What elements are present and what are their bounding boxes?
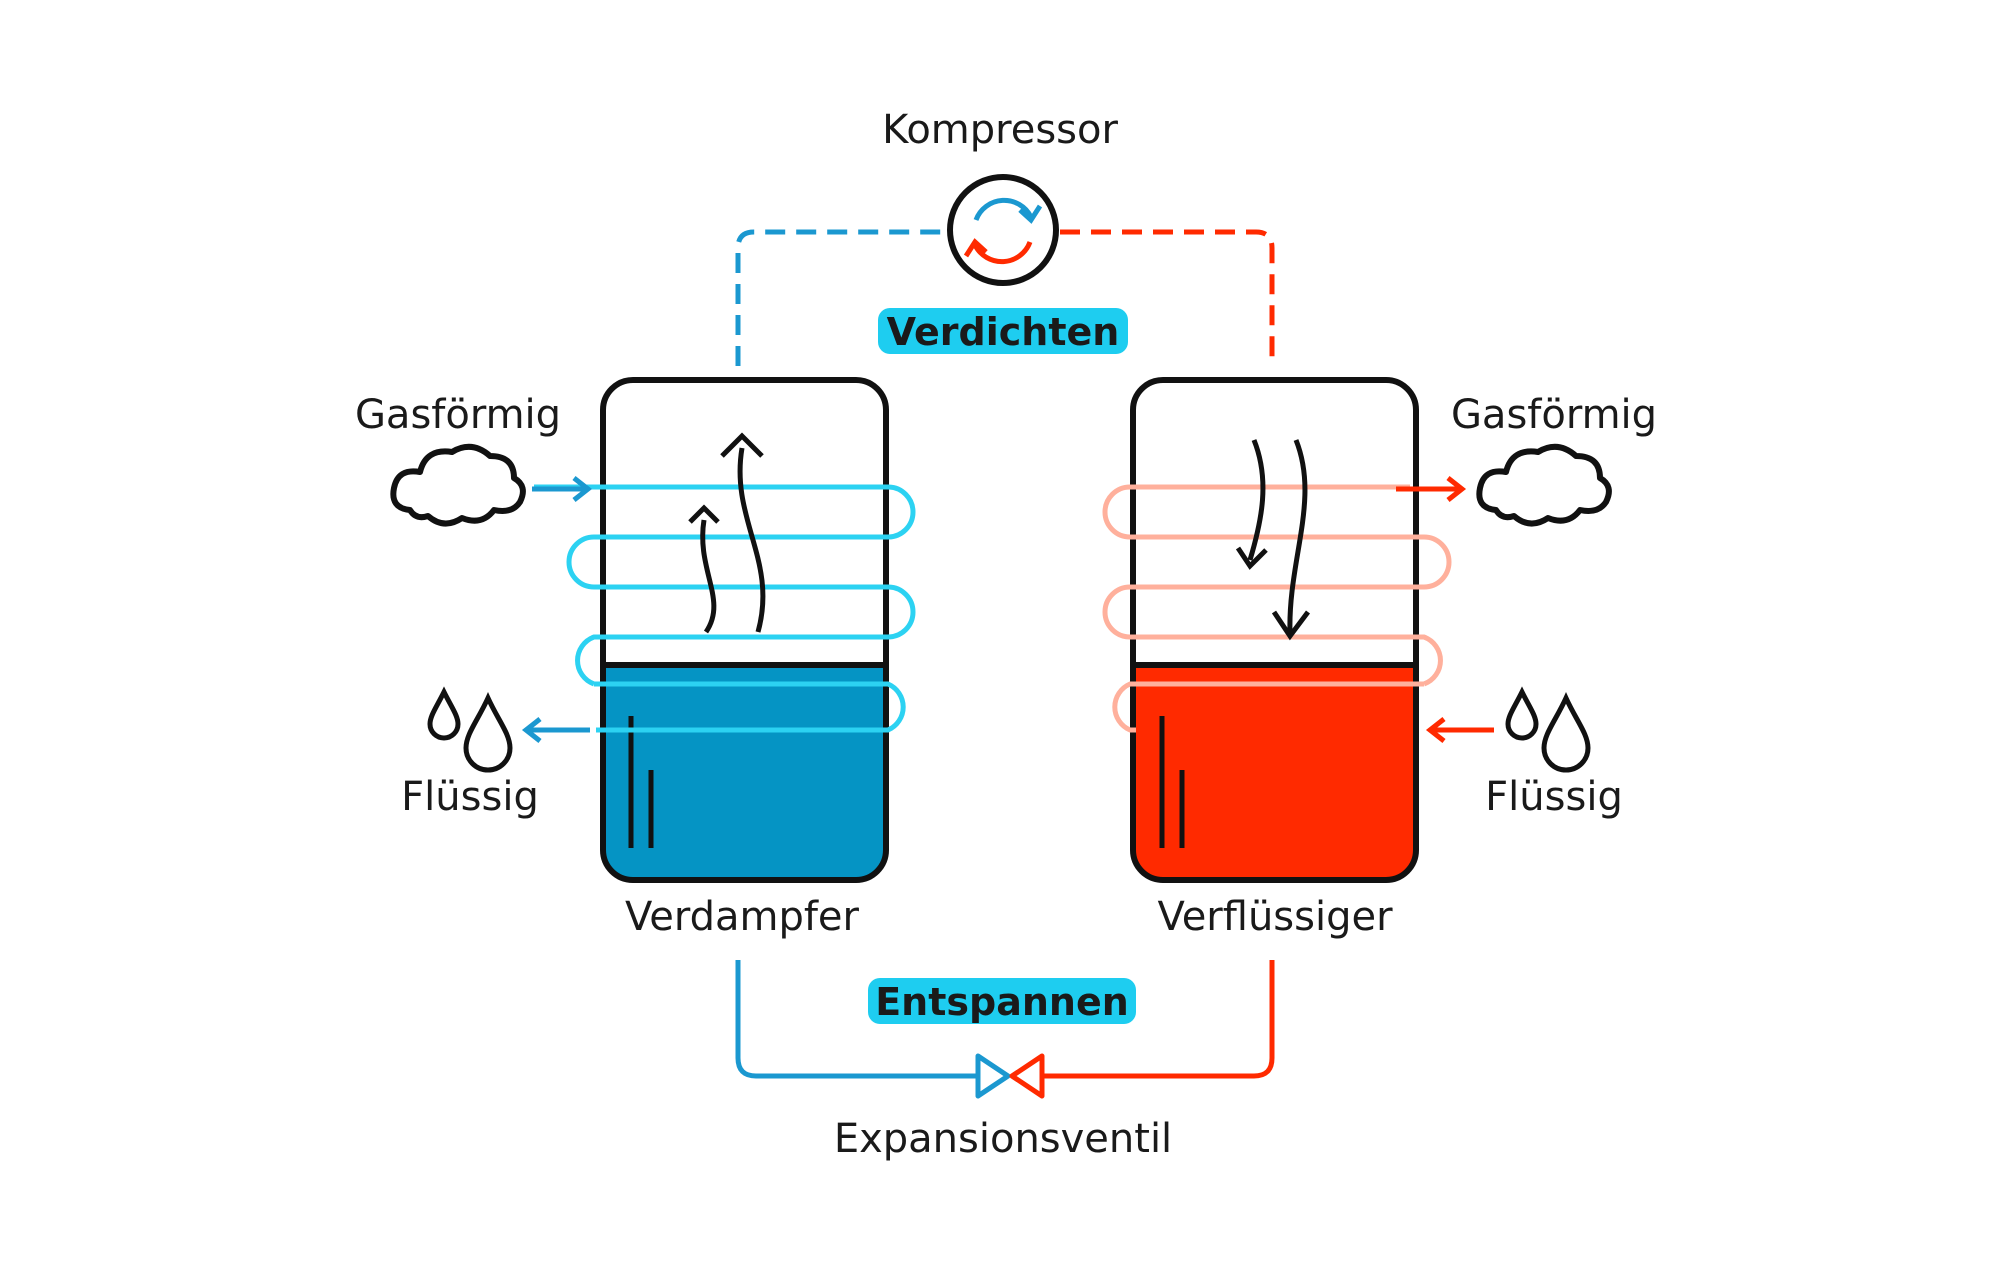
valve-icon	[975, 1053, 1045, 1099]
right-gas-arrow-icon	[1396, 476, 1467, 502]
condenser-label: Verflüssiger	[1157, 894, 1393, 940]
red-gas-pipe	[1060, 229, 1275, 366]
left-liquid-arrow-icon	[521, 717, 590, 743]
right-liquid-label: Flüssig	[1485, 774, 1623, 820]
evaporator-vessel	[600, 377, 889, 883]
red-liquid-pipe	[1040, 960, 1275, 1079]
expand-step-label: Entspannen	[875, 980, 1129, 1024]
compress-step-badge	[878, 308, 1128, 354]
right-cloud-icon	[1476, 443, 1612, 527]
right-liquid-arrow-icon	[1425, 717, 1494, 743]
left-liquid-label: Flüssig	[401, 774, 539, 820]
expansion-valve-label: Expansionsventil	[834, 1116, 1172, 1162]
compress-step-label: Verdichten	[887, 310, 1120, 354]
blue-liquid-pipe	[735, 960, 980, 1079]
evaporator-coil	[534, 484, 916, 733]
left-gas-arrow-icon	[532, 476, 593, 502]
expand-step-badge	[868, 978, 1136, 1024]
evaporator-label: Verdampfer	[625, 894, 860, 940]
left-droplets-icon	[427, 686, 513, 773]
blue-gas-pipe	[735, 229, 948, 366]
falling-vapor-arrows-icon	[1235, 439, 1310, 641]
rising-vapor-arrows-icon	[688, 432, 766, 634]
left-gas-label: Gasförmig	[355, 392, 561, 438]
condenser-coil	[1102, 484, 1452, 733]
compressor-icon	[947, 174, 1059, 286]
left-cloud-icon	[390, 443, 526, 527]
right-droplets-icon	[1505, 686, 1591, 773]
condenser-vessel	[1130, 377, 1419, 883]
compressor-label: Kompressor	[882, 107, 1118, 153]
right-gas-label: Gasförmig	[1451, 392, 1657, 438]
